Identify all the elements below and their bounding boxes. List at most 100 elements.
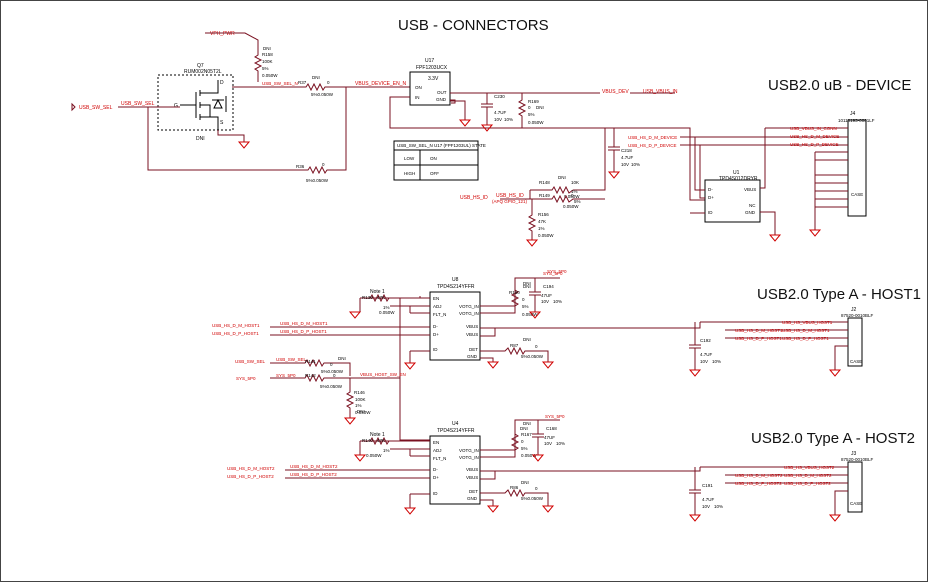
- u4-pin-dm: D-: [433, 467, 438, 472]
- r148-value: 10K: [571, 180, 579, 185]
- net-sys-5p0-h2: SYS_5P0: [545, 414, 565, 419]
- u8-pin-vbus2: VBUS: [466, 332, 478, 337]
- u1-pin-vbus: VBUS: [744, 187, 756, 192]
- j3-connector: J3 87520-0010BLF CASE: [841, 451, 874, 513]
- r141-resistor: R141 DNI 0 5%0.050W: [305, 356, 346, 374]
- u17-part: FPF1203UCX: [416, 65, 448, 71]
- u8-pin-vbus1: VBUS: [466, 324, 478, 329]
- r86-value: 0: [535, 486, 538, 491]
- c194-ref: C194: [543, 284, 554, 289]
- c218-ref: C218: [621, 148, 632, 153]
- c191-value: 4.7UF: [702, 497, 715, 502]
- r139-power: 0.050W: [379, 310, 395, 315]
- u4-pin-gnd: GND: [467, 496, 478, 501]
- u4-pin-det: DET: [469, 489, 478, 494]
- r37-dni: DNI: [312, 75, 320, 80]
- net-apq-gpio: (APQ GPIO_121): [492, 199, 528, 204]
- c230-ref: C230: [494, 94, 505, 99]
- c194-value: 47UF: [541, 293, 552, 298]
- net-h1-dm-rl: USB_HS_D_M_HOST1: [735, 328, 783, 333]
- c192-volt: 10V: [700, 359, 708, 364]
- j3-ref: J3: [851, 451, 857, 457]
- u4-pin-vbus2: VBUS: [466, 475, 478, 480]
- r160-resistor: R160 DNI 0 5% 0.050W: [509, 284, 538, 317]
- j2-body: [847, 317, 863, 367]
- r158-power: 0.050W: [262, 73, 278, 78]
- r139-value: 47K: [377, 295, 385, 300]
- r148-resistor: R148 DNI 10K 1% 0.050W: [530, 175, 580, 199]
- j4-part: 10118193-0001LF: [838, 118, 875, 123]
- r87-ref: R87: [510, 343, 519, 348]
- j4-ref: J4: [850, 111, 856, 117]
- net-sys-5p0-h1: SYS_5P0: [543, 271, 563, 276]
- c191-capacitor: C191 4.7UF 10V 10%: [688, 467, 723, 522]
- c192-tol: 10%: [712, 359, 721, 364]
- net-h2-dp-right: USB_HS_D_P_HOST2: [784, 481, 831, 486]
- q7-part: RUM002N05T2L: [184, 69, 222, 75]
- u17-load-switch: U17 FPF1203UCX 3.3V ON IN OUT GND: [409, 58, 451, 106]
- j3-case: CASE: [850, 501, 862, 506]
- r141-dni: DNI: [338, 356, 346, 361]
- j4-connector: J4 10118193-0001LF CASE: [838, 111, 875, 217]
- r169-ref: R169: [528, 99, 539, 104]
- r156-power: 0.050W: [538, 233, 554, 238]
- q7-dni: DNI: [196, 136, 205, 142]
- r87-dni: DNI: [523, 337, 531, 342]
- net-usb-hs-id-left: USB_HS_ID: [460, 195, 488, 201]
- u8-ref: U8: [452, 277, 459, 283]
- u4-body: [429, 435, 481, 505]
- r158-resistor: DNI R158 100K 5% 0.050W: [253, 46, 278, 82]
- sheet-title: USB - CONNECTORS: [398, 17, 549, 34]
- host1-note: Note 1: [370, 289, 385, 295]
- net-vbus-device-en-n: VBUS_DEVICE_EN_N: [355, 81, 407, 87]
- u8-pin-adj: ADJ: [433, 304, 442, 309]
- u1-pin-nc: NC: [749, 203, 756, 208]
- c191-tol: 10%: [714, 504, 723, 509]
- c168-volt: 10V: [544, 441, 552, 446]
- u4-pin-vbus1: VBUS: [466, 467, 478, 472]
- u1-body: [704, 179, 761, 223]
- r87-power: 5%0.050W: [521, 354, 544, 359]
- r160-tol: 5%: [522, 304, 529, 309]
- u4-pin-flt: FLT_N: [433, 456, 446, 461]
- host2-note: Note 1: [370, 432, 385, 438]
- r86-dni: DNI: [521, 480, 529, 485]
- r86-ref: R86: [510, 485, 519, 490]
- net-h1-dm-left: USB_HS_D_M_HOST1: [212, 323, 260, 328]
- r158-value: 100K: [262, 59, 273, 64]
- net-h1-dp-mid: USB_HS_D_P_HOST1: [280, 329, 327, 334]
- c230-volt: 10V: [494, 117, 502, 122]
- net-usb-sw-sel-n: USB_SW_SEL_N: [262, 81, 298, 86]
- r139-ref: R139: [362, 295, 373, 300]
- u17-body: [409, 71, 451, 106]
- j2-case: CASE: [850, 359, 862, 364]
- u8-part: TPD4S214YFFR: [437, 284, 475, 290]
- u8-pin-id: ID: [433, 347, 438, 352]
- c192-capacitor: C192 4.7UF 10V 10%: [688, 322, 721, 377]
- q7-dashed-box: [157, 74, 234, 131]
- u17-volt: 3.3V: [428, 76, 439, 82]
- u4-pin-dp: D+: [433, 475, 439, 480]
- r158-ref: R158: [262, 52, 273, 57]
- r156-resistor: R156 47K 1% 0.050W: [525, 199, 554, 247]
- r87-value: 0: [535, 344, 538, 349]
- truth-table-header: USB_SW_SEL_N U17 (FPF1203UL) STATE: [397, 143, 486, 148]
- r160-value: 0: [522, 297, 525, 302]
- j2-ref: J2: [851, 307, 857, 313]
- c194-tol: 10%: [553, 299, 562, 304]
- c194-volt: 10V: [541, 299, 549, 304]
- r158-tol: 5%: [262, 66, 269, 71]
- r86-power: 5%0.050W: [521, 496, 544, 501]
- r148-ref: R148: [539, 180, 550, 185]
- u4-pin-en: EN: [433, 440, 439, 445]
- r37-value: 0: [327, 80, 330, 85]
- u17-ref: U17: [425, 58, 434, 64]
- net-dm-device: USB_HS_D_M_DEVICE: [790, 134, 839, 139]
- r146-dni: DNI: [357, 409, 365, 414]
- c218-value: 4.7UF: [621, 155, 634, 160]
- r140-power: 0.050W: [366, 453, 382, 458]
- u4-pin-id: ID: [433, 491, 438, 496]
- net-h2-dm-rl: USB_HS_D_M_HOST2: [735, 473, 783, 478]
- r149-tol: 5%: [574, 199, 581, 204]
